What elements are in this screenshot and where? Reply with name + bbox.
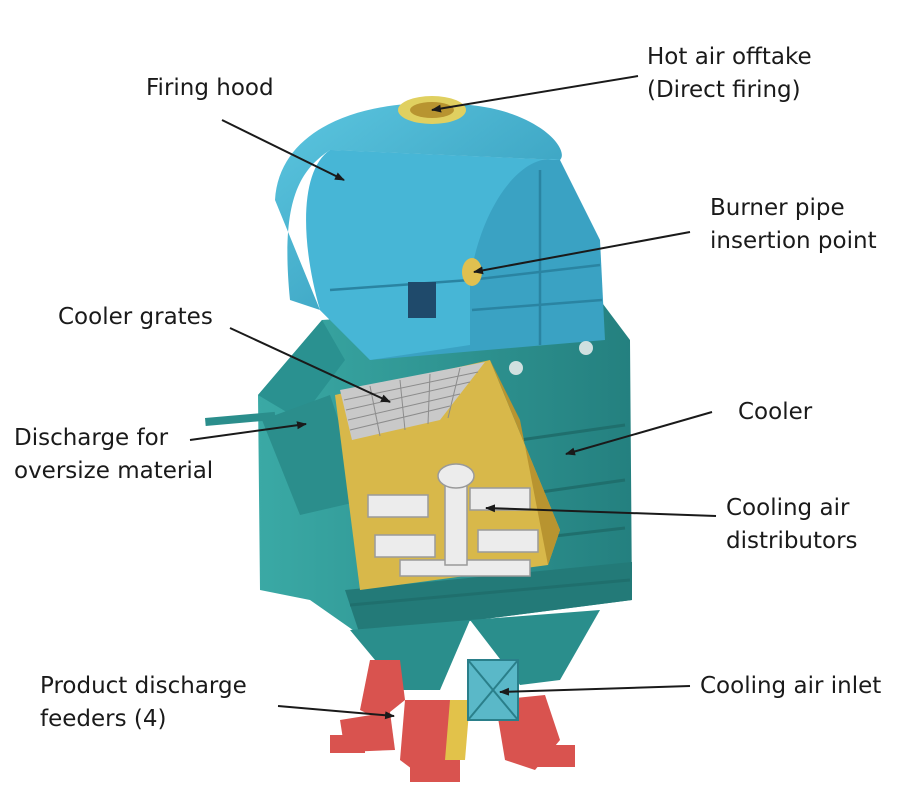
label-burner-pipe-line1: Burner pipe bbox=[710, 195, 845, 221]
label-hot-air-offtake: Hot air offtake (Direct firing) bbox=[647, 41, 812, 107]
label-discharge-oversize-line2: oversize material bbox=[14, 458, 214, 484]
label-burner-pipe: Burner pipe insertion point bbox=[710, 192, 877, 258]
label-cooling-air-inlet-line1: Cooling air inlet bbox=[700, 673, 882, 699]
label-cooling-air-inlet: Cooling air inlet bbox=[700, 670, 881, 703]
label-firing-hood-line1: Firing hood bbox=[146, 75, 274, 101]
label-product-discharge-feeders-line1: Product discharge bbox=[40, 673, 247, 699]
label-cooling-air-distributors: Cooling air distributors bbox=[726, 492, 858, 558]
product-discharge-feeders bbox=[330, 660, 575, 782]
arrow-firing-hood bbox=[221, 119, 345, 181]
label-cooling-air-distributors-line2: distributors bbox=[726, 528, 858, 554]
label-hot-air-offtake-line1: Hot air offtake bbox=[647, 44, 812, 70]
arrow-cooling-air-inlet bbox=[499, 685, 691, 696]
label-discharge-oversize-line1: Discharge for bbox=[14, 425, 169, 451]
leader-lines bbox=[189, 75, 717, 720]
firing-hood bbox=[275, 96, 605, 375]
arrow-hot-air-offtake bbox=[431, 75, 639, 113]
arrow-discharge-oversize bbox=[189, 421, 307, 441]
label-burner-pipe-line2: insertion point bbox=[710, 228, 877, 254]
label-firing-hood: Firing hood bbox=[146, 72, 274, 105]
cooling-air-distributors bbox=[367, 463, 539, 577]
cooler-grates bbox=[340, 362, 485, 440]
label-product-discharge-feeders-line2: feeders (4) bbox=[40, 706, 167, 732]
discharge-hoppers bbox=[350, 610, 600, 760]
label-product-discharge-feeders: Product discharge feeders (4) bbox=[40, 670, 247, 736]
label-cooler-line1: Cooler bbox=[738, 399, 813, 425]
label-cooler-grates: Cooler grates bbox=[58, 301, 213, 334]
label-cooler: Cooler bbox=[738, 396, 812, 429]
arrow-cooler bbox=[565, 411, 713, 456]
label-hot-air-offtake-line2: (Direct firing) bbox=[647, 77, 801, 103]
label-cooler-grates-line1: Cooler grates bbox=[58, 304, 213, 330]
cooling-air-inlet-box bbox=[467, 659, 519, 721]
arrow-product-discharge bbox=[277, 705, 395, 720]
label-cooling-air-distributors-line1: Cooling air bbox=[726, 495, 850, 521]
arrow-burner-pipe bbox=[473, 231, 691, 275]
label-discharge-oversize: Discharge for oversize material bbox=[14, 422, 213, 488]
arrow-cooler-grates bbox=[229, 327, 391, 403]
arrow-cooling-air-distributors bbox=[485, 504, 717, 517]
